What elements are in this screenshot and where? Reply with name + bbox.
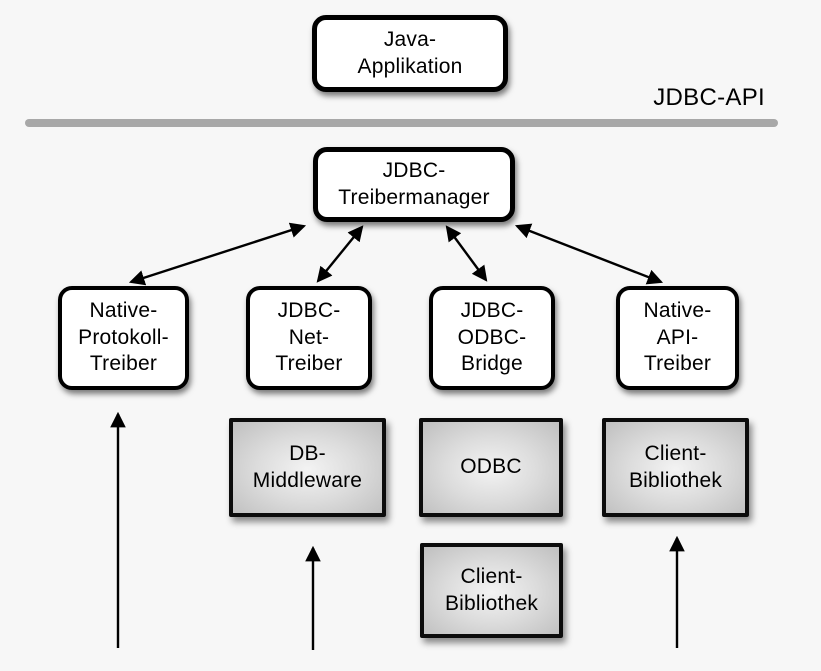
jdbc-api-separator-line — [25, 119, 778, 127]
box-jdbc-net-treiber: JDBC- Net- Treiber — [246, 286, 372, 390]
box-native-api-treiber-label: Native- API- Treiber — [643, 298, 712, 376]
box-java-applikation: Java- Applikation — [312, 15, 508, 92]
box-jdbc-odbc-bridge-label: JDBC- ODBC- Bridge — [457, 298, 527, 376]
arrow-treibermanager-jdbc-odbc — [445, 225, 488, 282]
box-odbc-label: ODBC — [460, 455, 522, 479]
box-jdbc-treibermanager-label: JDBC- Treibermanager — [338, 158, 490, 209]
box-jdbc-odbc-bridge: JDBC- ODBC- Bridge — [429, 286, 555, 390]
box-jdbc-treibermanager: JDBC- Treibermanager — [313, 147, 515, 222]
box-client-bibliothek-native: Client- Bibliothek — [602, 418, 749, 517]
box-native-protokoll-treiber: Native- Protokoll- Treiber — [58, 286, 189, 390]
box-native-protokoll-treiber-label: Native- Protokoll- Treiber — [78, 298, 169, 376]
box-client-bibliothek-odbc-label: Client- Bibliothek — [444, 564, 539, 615]
box-odbc: ODBC — [419, 418, 563, 517]
arrow-treibermanager-jdbc-net — [316, 225, 364, 283]
box-jdbc-net-treiber-label: JDBC- Net- Treiber — [275, 298, 343, 376]
box-db-middleware: DB- Middleware — [229, 418, 386, 517]
box-client-bibliothek-native-label: Client- Bibliothek — [628, 441, 723, 492]
arrow-treibermanager-native-api — [514, 223, 664, 285]
jdbc-api-label: JDBC-API — [653, 84, 765, 111]
arrow-treibermanager-native-protokoll — [128, 222, 307, 286]
box-db-middleware-label: DB- Middleware — [252, 441, 363, 492]
box-client-bibliothek-odbc: Client- Bibliothek — [420, 543, 563, 638]
box-native-api-treiber: Native- API- Treiber — [616, 286, 739, 390]
box-java-applikation-label: Java- Applikation — [357, 27, 463, 78]
